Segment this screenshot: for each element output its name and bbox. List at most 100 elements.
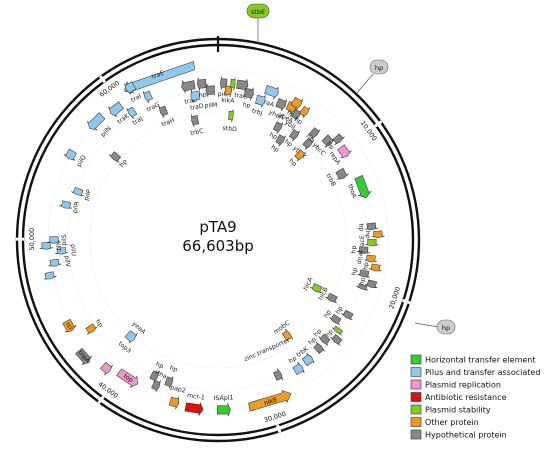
gene-hp-arrow	[341, 309, 354, 321]
gene-trbc-label: trbC	[190, 128, 204, 137]
gene-trai-arrow	[124, 81, 137, 95]
legend-swatch-other	[410, 417, 422, 427]
gene-hp-arrow	[371, 230, 385, 238]
gene-hp-arrow	[288, 129, 301, 142]
gene-hp-label: hp	[323, 309, 333, 319]
gene-yace-label: yacE	[359, 235, 366, 250]
gene-top-label: top	[122, 373, 134, 384]
gene-tnpa-arrow	[75, 347, 92, 365]
legend-label-rep: Plasmid replication	[425, 381, 501, 390]
gene-pilq-arrow	[63, 148, 77, 161]
gene-pilt-arrow	[39, 242, 53, 250]
tick-label: 10,000	[359, 119, 379, 142]
gene-hp-arrow	[164, 376, 174, 389]
legend-label-hypo: Hypothetical protein	[425, 431, 507, 440]
gene-hp-label: hp	[335, 305, 345, 315]
gene-pilu-arrow	[55, 247, 69, 255]
gene-hp-label: hp	[307, 336, 318, 347]
legend-swatch-hypo	[410, 429, 422, 440]
callout-leader	[355, 73, 374, 95]
gene-hp-arrow	[292, 361, 305, 376]
gene-mcr-1-arrow	[184, 402, 204, 417]
legend-swatch-stab	[410, 404, 422, 415]
gene-pilt-label: pilT	[54, 240, 61, 252]
gene-mcr-1-label: mcr-1	[187, 392, 206, 401]
tick-gap	[97, 395, 105, 404]
gene-zinc-transporter-arrow	[273, 368, 283, 381]
gene-trae-label: traE	[151, 70, 165, 81]
gene-yace-arrow	[365, 239, 379, 247]
gene-hp-label: hp	[288, 355, 298, 365]
gene-thoa-arrow	[354, 175, 372, 199]
gene-hp-label: hp	[351, 267, 360, 276]
gene-trbb-arrow	[335, 167, 349, 180]
gene-trak-arrow	[108, 101, 124, 117]
gene-hp-arrow	[330, 334, 343, 346]
gene-nikb-label: nikB	[263, 396, 278, 407]
gene-ybcc-arrow	[321, 134, 335, 148]
gene-mobc-arrow	[281, 328, 294, 342]
gene-unlabeled-arrow	[230, 77, 236, 91]
tick-label: 30,000	[263, 410, 287, 425]
gene-dnaj-label: dnaJ	[356, 250, 365, 264]
gene-dnaj-arrow	[364, 254, 378, 263]
gene-trah-label: traH	[161, 117, 176, 129]
gene-hp-arrow	[272, 121, 284, 134]
gene-trab-label: traB	[184, 96, 198, 105]
gene-pils-label: pilS	[61, 234, 68, 245]
gene-traa-arrow	[264, 85, 279, 100]
gene-trbb-label: trbB	[324, 173, 336, 188]
gene-trad-label: traD	[190, 103, 205, 112]
gene-hp-arrow	[364, 279, 378, 289]
gene-trag-arrow	[142, 90, 153, 104]
gene-thoa-label: thoA	[346, 183, 358, 200]
gene-traj-label: traJ	[131, 115, 144, 127]
gene-pilr-label: pilR	[71, 200, 81, 214]
gene-yhaa-arrow	[275, 98, 287, 112]
gene-hp-arrow	[149, 370, 160, 383]
callout-hp-pill-right	[436, 319, 456, 335]
gene-pill-label: pilL	[218, 91, 230, 98]
gene-unlabeled-arrow	[43, 271, 57, 280]
gene-isapl1-arrow	[217, 403, 231, 417]
gene-stbd-label: stbD	[222, 125, 237, 133]
gene-hp-arrow	[368, 263, 382, 272]
gene-hp-arrow	[299, 105, 311, 119]
gene-hicb-arrow	[325, 292, 338, 304]
gene-ybij-label: ybiJ	[283, 119, 296, 131]
gene-hp-label: hp	[325, 141, 335, 152]
legend-swatch-hte	[410, 354, 422, 365]
gene-hp-label: hp	[293, 116, 303, 126]
gene-pilu-label: pilU	[69, 244, 77, 256]
gene-rci-arrow	[62, 318, 77, 333]
tick-gap	[401, 298, 411, 305]
tick-gap	[276, 424, 282, 433]
gene-hp-label: hp	[358, 277, 367, 287]
gene-piln-arrow	[87, 112, 106, 131]
gene-trah-arrow	[158, 105, 169, 119]
gene-hp-label: hp	[94, 318, 104, 329]
legend-label-stab: Plasmid stability	[425, 406, 491, 415]
gene-hp-label: hp	[118, 158, 128, 169]
plasmid-name: pTA9	[199, 218, 236, 236]
gene-hp-label: hp	[268, 131, 278, 141]
gene-isapl1-label: ISApl1	[214, 395, 234, 403]
gene-hp-label: hp	[364, 231, 371, 239]
gene-trbj-arrow	[255, 94, 266, 108]
gene-hp-arrow	[294, 149, 307, 162]
callout-leader	[414, 322, 439, 328]
gene-top-arrow	[116, 368, 138, 389]
gene-hha-arrow	[151, 379, 161, 393]
gene-pilp-arrow	[71, 186, 84, 196]
gene-hp-arrow	[356, 246, 371, 254]
callout-stbE-label: stbE	[251, 8, 265, 16]
gene-traa-label: traA	[260, 98, 275, 109]
gene-traj-arrow	[126, 106, 138, 119]
tick-label: 40,000	[97, 380, 120, 400]
gene-repa-arrow	[337, 144, 352, 159]
callouts: stbE hp hp	[246, 3, 456, 335]
gene-hp-label: hp	[362, 262, 370, 271]
gene-unlabeled-arrow	[355, 283, 369, 291]
gene-hp-label: hp	[154, 361, 164, 371]
